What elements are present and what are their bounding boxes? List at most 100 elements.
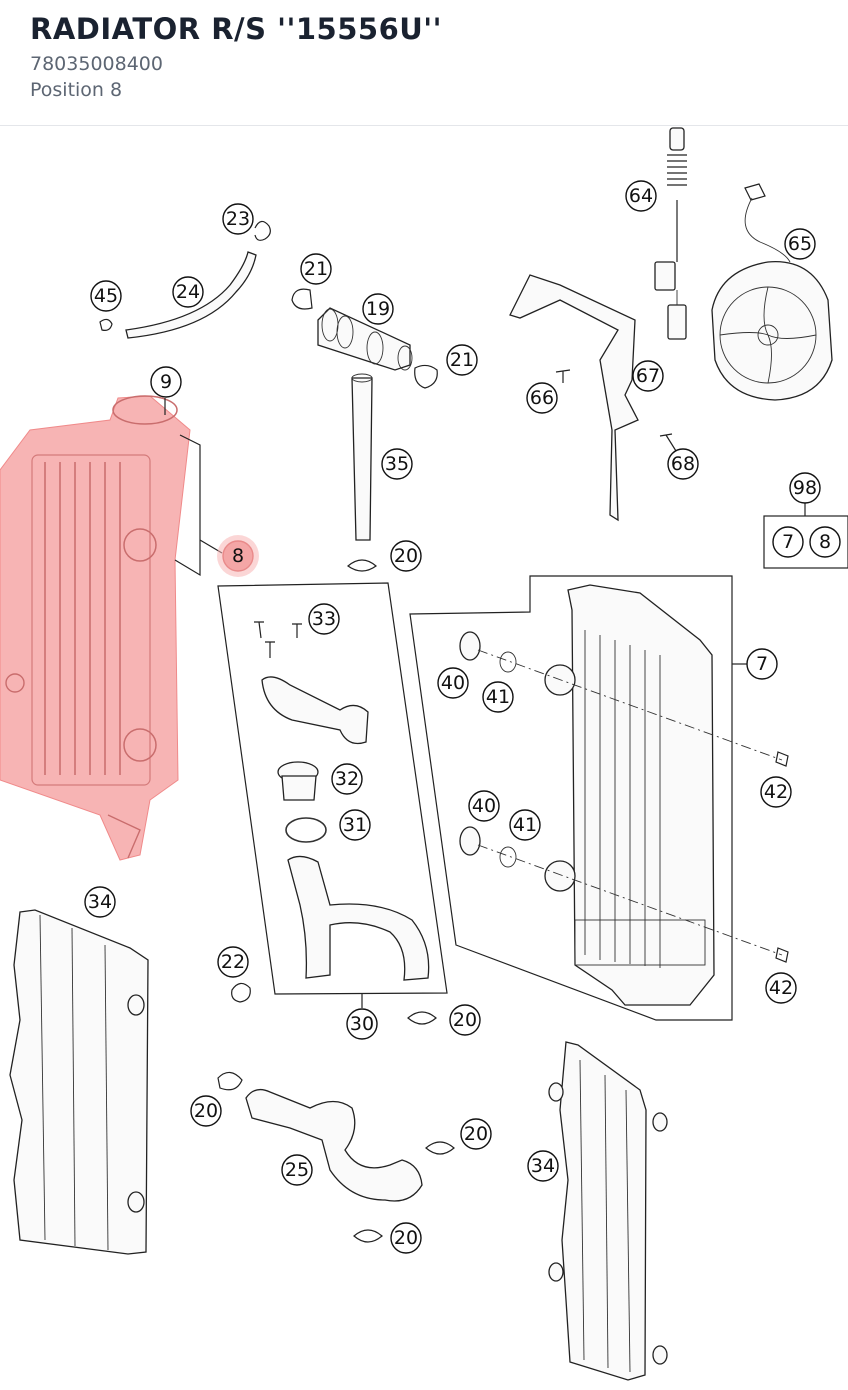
callout-40[interactable]: 40 bbox=[468, 790, 500, 822]
svg-text:19: 19 bbox=[366, 298, 390, 320]
svg-text:33: 33 bbox=[312, 608, 336, 630]
svg-text:34: 34 bbox=[88, 891, 112, 913]
callout-34[interactable]: 34 bbox=[527, 1150, 559, 1182]
clamp-part-20e[interactable] bbox=[353, 1229, 383, 1243]
bolt-part-68[interactable] bbox=[659, 433, 677, 452]
callout-42[interactable]: 42 bbox=[765, 972, 797, 1004]
bolt-parts-42[interactable] bbox=[775, 751, 789, 963]
hose-part-25[interactable] bbox=[245, 1088, 423, 1202]
bracket-part-67[interactable] bbox=[509, 274, 639, 522]
part-title: RADIATOR R/S ''15556U'' bbox=[30, 12, 443, 46]
centerline bbox=[477, 649, 783, 956]
svg-text:20: 20 bbox=[194, 1100, 218, 1122]
temperature-sensor-part-64[interactable] bbox=[654, 127, 687, 340]
screw-parts-33[interactable] bbox=[254, 621, 302, 658]
pipe-part-35[interactable] bbox=[351, 377, 373, 541]
callout-9[interactable]: 9 bbox=[150, 366, 182, 398]
callout-42[interactable]: 42 bbox=[760, 776, 792, 808]
clamp-part-21b[interactable] bbox=[414, 364, 438, 389]
clamp-part-22[interactable] bbox=[231, 982, 251, 1003]
callout-67[interactable]: 67 bbox=[632, 360, 664, 392]
radiator-left-part[interactable] bbox=[544, 584, 715, 1006]
callout-8-highlighted[interactable]: 8 bbox=[217, 535, 259, 577]
callout-kit-7[interactable]: 7 bbox=[772, 526, 804, 558]
svg-text:64: 64 bbox=[629, 185, 653, 207]
callout-35[interactable]: 35 bbox=[381, 448, 413, 480]
callout-19[interactable]: 19 bbox=[362, 293, 394, 325]
callout-30[interactable]: 30 bbox=[346, 1008, 378, 1040]
callout-22[interactable]: 22 bbox=[217, 946, 249, 978]
part-header: RADIATOR R/S ''15556U'' 78035008400 Posi… bbox=[0, 0, 848, 126]
svg-text:45: 45 bbox=[94, 285, 118, 307]
svg-text:20: 20 bbox=[453, 1009, 477, 1031]
washer-parts-41[interactable] bbox=[499, 651, 517, 868]
svg-text:34: 34 bbox=[531, 1155, 555, 1177]
clamp-part-23[interactable] bbox=[254, 220, 271, 241]
callout-41[interactable]: 41 bbox=[509, 809, 541, 841]
svg-text:68: 68 bbox=[671, 453, 695, 475]
thermostat-part-32[interactable] bbox=[277, 761, 319, 801]
hose-part-lower[interactable] bbox=[287, 855, 430, 981]
bolt-part-66[interactable] bbox=[555, 369, 571, 383]
callout-25[interactable]: 25 bbox=[281, 1154, 313, 1186]
callout-65[interactable]: 65 bbox=[784, 228, 816, 260]
callout-20[interactable]: 20 bbox=[449, 1004, 481, 1036]
callout-31[interactable]: 31 bbox=[339, 809, 371, 841]
svg-text:24: 24 bbox=[176, 281, 200, 303]
callout-33[interactable]: 33 bbox=[308, 603, 340, 635]
svg-text:22: 22 bbox=[221, 951, 245, 973]
callout-23[interactable]: 23 bbox=[222, 203, 254, 235]
svg-text:98: 98 bbox=[793, 477, 817, 499]
kit-box-98 bbox=[763, 515, 848, 569]
svg-text:20: 20 bbox=[464, 1123, 488, 1145]
svg-text:41: 41 bbox=[513, 814, 537, 836]
svg-text:30: 30 bbox=[350, 1013, 374, 1035]
svg-text:32: 32 bbox=[335, 768, 359, 790]
hose-connector-part-19[interactable] bbox=[317, 307, 413, 371]
callout-32[interactable]: 32 bbox=[331, 763, 363, 795]
clamp-part-20c[interactable] bbox=[217, 1071, 243, 1091]
callout-21[interactable]: 21 bbox=[300, 253, 332, 285]
callout-24[interactable]: 24 bbox=[172, 276, 204, 308]
callout-40[interactable]: 40 bbox=[437, 667, 469, 699]
svg-text:8: 8 bbox=[819, 531, 831, 553]
callout-41[interactable]: 41 bbox=[482, 681, 514, 713]
svg-text:67: 67 bbox=[636, 365, 660, 387]
callout-20[interactable]: 20 bbox=[190, 1095, 222, 1127]
svg-text:42: 42 bbox=[769, 977, 793, 999]
callout-kit-8[interactable]: 8 bbox=[809, 526, 841, 558]
exploded-parts-diagram: 64 23 65 21 45 24 19 21 9 67 66 35 68 98… bbox=[0, 127, 848, 1381]
callout-68[interactable]: 68 bbox=[667, 448, 699, 480]
callout-66[interactable]: 66 bbox=[526, 382, 558, 414]
radiator-shroud-part-34-left[interactable] bbox=[9, 909, 149, 1255]
hose-part-upper[interactable] bbox=[261, 676, 369, 745]
leader-line bbox=[174, 434, 201, 577]
callout-20[interactable]: 20 bbox=[390, 540, 422, 572]
part-position: Position 8 bbox=[30, 79, 123, 101]
callout-45[interactable]: 45 bbox=[90, 280, 122, 312]
clamp-part-20b[interactable] bbox=[407, 1011, 437, 1025]
o-ring-part-31[interactable] bbox=[285, 817, 327, 843]
svg-text:65: 65 bbox=[788, 233, 812, 255]
svg-text:9: 9 bbox=[160, 371, 172, 393]
callout-7[interactable]: 7 bbox=[746, 648, 778, 680]
svg-text:20: 20 bbox=[394, 1227, 418, 1249]
clamp-part-21a[interactable] bbox=[291, 288, 313, 310]
callout-20[interactable]: 20 bbox=[390, 1222, 422, 1254]
svg-text:21: 21 bbox=[304, 258, 328, 280]
callout-34[interactable]: 34 bbox=[84, 886, 116, 918]
radiator-right-highlighted[interactable] bbox=[0, 395, 191, 861]
callout-98[interactable]: 98 bbox=[789, 472, 821, 504]
svg-text:41: 41 bbox=[486, 686, 510, 708]
callout-64[interactable]: 64 bbox=[625, 180, 657, 212]
clamp-part-20d[interactable] bbox=[425, 1141, 455, 1155]
svg-text:42: 42 bbox=[764, 781, 788, 803]
clamp-part-20a[interactable] bbox=[347, 559, 377, 572]
radiator-shroud-part-34-right[interactable] bbox=[548, 1041, 668, 1381]
hose-part-24[interactable] bbox=[125, 251, 257, 339]
grommet-parts-40[interactable] bbox=[459, 631, 481, 856]
callout-21[interactable]: 21 bbox=[446, 344, 478, 376]
clamp-part-45[interactable] bbox=[99, 318, 113, 331]
callout-20[interactable]: 20 bbox=[460, 1118, 492, 1150]
fan-part-65[interactable] bbox=[711, 183, 833, 401]
